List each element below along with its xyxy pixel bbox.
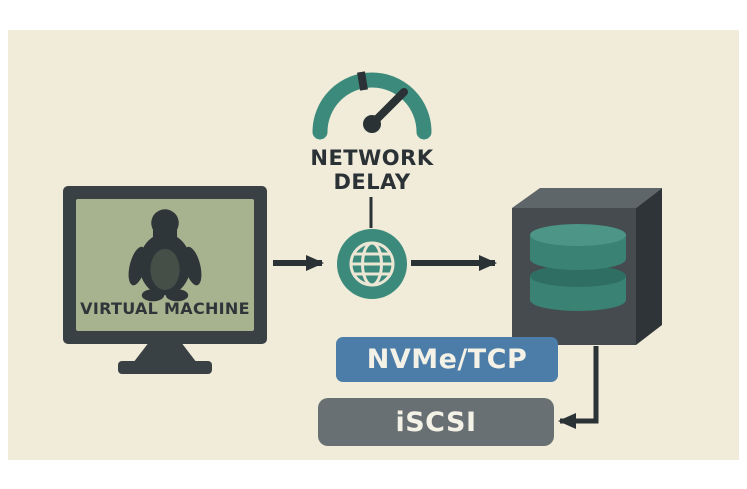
network-delay-line1: NETWORK bbox=[310, 146, 434, 170]
monitor-stand-base bbox=[118, 361, 212, 374]
iscsi-box: iSCSI bbox=[318, 398, 554, 446]
network-delay-label: NETWORK DELAY bbox=[299, 146, 445, 194]
virtual-machine-label: VIRTUAL MACHINE bbox=[80, 299, 250, 318]
linux-tux-icon bbox=[128, 209, 202, 302]
network-delay-gauge-icon bbox=[312, 71, 432, 140]
network-globe-icon bbox=[337, 229, 407, 299]
monitor-screen: VIRTUAL MACHINE bbox=[76, 199, 254, 331]
monitor-stand-neck bbox=[133, 343, 197, 363]
iscsi-label: iSCSI bbox=[395, 406, 477, 438]
database-cylinders-icon bbox=[530, 224, 626, 311]
network-delay-line2: DELAY bbox=[333, 170, 411, 194]
nvme-tcp-label: NVMe/TCP bbox=[366, 344, 528, 375]
nvme-tcp-box: NVMe/TCP bbox=[336, 337, 558, 382]
virtual-machine-monitor-icon: VIRTUAL MACHINE bbox=[63, 186, 267, 344]
